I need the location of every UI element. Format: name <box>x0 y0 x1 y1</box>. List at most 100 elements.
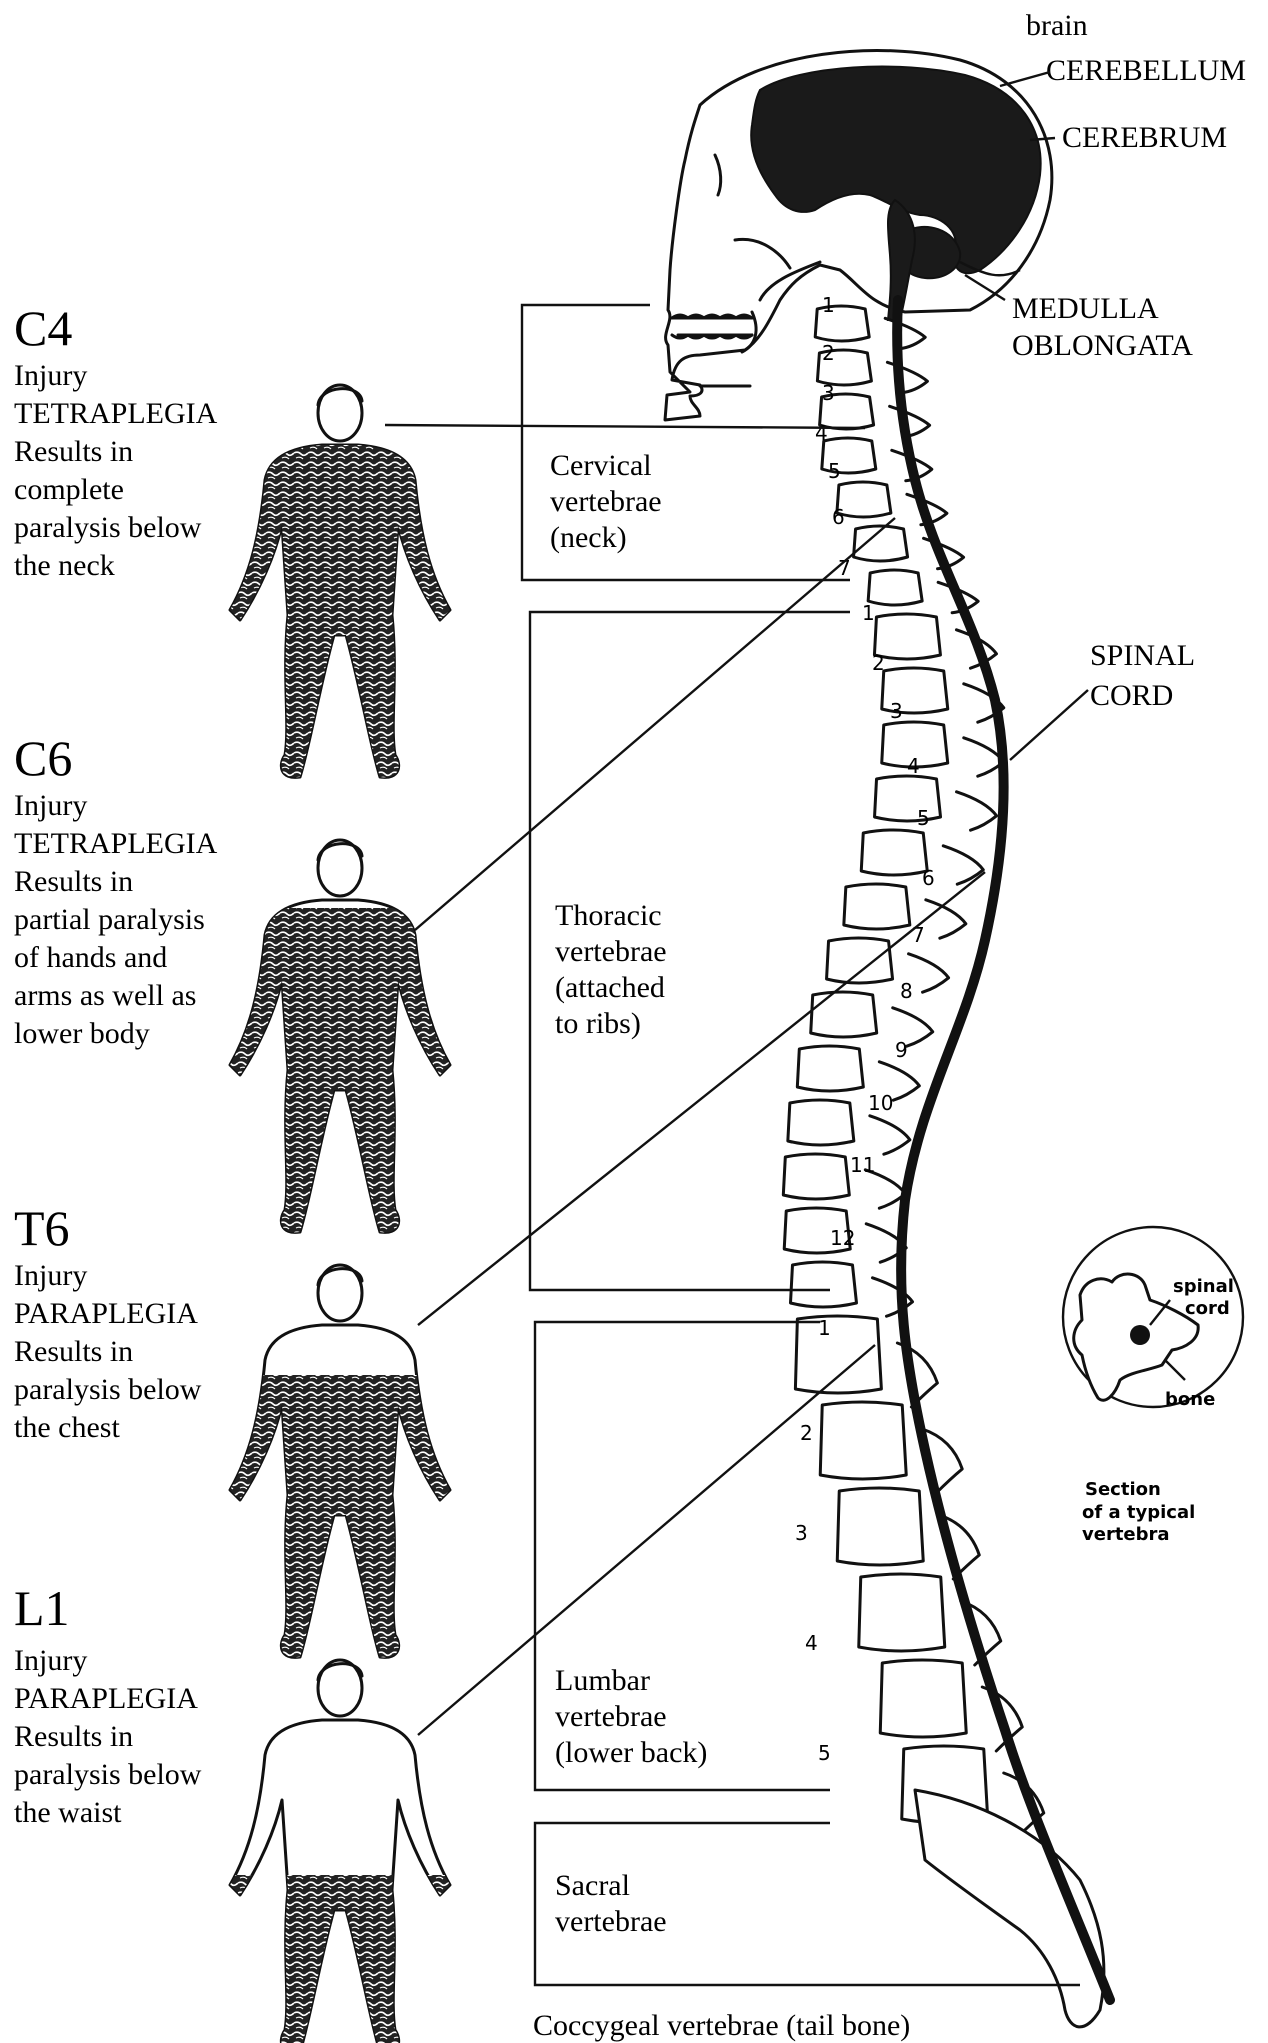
label-brain: brain <box>1026 9 1088 42</box>
vertebra-number-thoracic-11: 11 <box>850 1153 875 1177</box>
vertebra-number-thoracic-10: 10 <box>868 1091 893 1115</box>
vertebra-body <box>837 1488 923 1565</box>
injury-level-label: C4 <box>14 300 72 356</box>
region-label-lumbar: Lumbar <box>555 1664 650 1697</box>
injury-description-line: Injury <box>14 359 87 392</box>
spinal-cord-leader <box>1010 690 1088 760</box>
vertebra-body <box>844 884 910 929</box>
injury-description-line: partial paralysis <box>14 903 205 936</box>
cerebellum-leader <box>1000 72 1050 86</box>
vertebra-body <box>827 938 893 983</box>
vertebra-body <box>837 482 891 517</box>
section-cord-label: cord <box>1185 1298 1230 1319</box>
vertebra-number-cervical-7: 7 <box>838 556 851 580</box>
injury-description-line: TETRAPLEGIA <box>14 827 218 860</box>
injury-level-label: L1 <box>14 1580 70 1636</box>
vertebra-number-cervical-6: 6 <box>832 505 845 529</box>
injury-description-line: lower body <box>14 1017 150 1050</box>
vertebra-number-cervical-4: 4 <box>815 421 828 445</box>
region-label-cervical: vertebrae <box>550 485 662 518</box>
vertebra-number-thoracic-2: 2 <box>872 651 885 675</box>
vertebra-body <box>788 1100 854 1145</box>
label-medulla: MEDULLA <box>1012 292 1159 325</box>
region-label-thoracic: to ribs) <box>555 1007 641 1040</box>
vertebra-number-cervical-2: 2 <box>822 341 835 365</box>
vertebra-number-thoracic-8: 8 <box>900 979 913 1003</box>
label-cerebrum: CEREBRUM <box>1062 121 1227 154</box>
injury-level-label: T6 <box>14 1200 70 1256</box>
vertebra-body <box>880 1660 966 1737</box>
region-label-cervical: Cervical <box>550 449 652 482</box>
vertebra-number-lumbar-5: 5 <box>818 1741 831 1765</box>
vertebra-number-cervical-5: 5 <box>828 459 841 483</box>
label-cord: CORD <box>1090 679 1173 712</box>
vertebra-number-thoracic-6: 6 <box>922 866 935 890</box>
vertebra-number-cervical-3: 3 <box>822 381 835 405</box>
injury-description-line: the neck <box>14 549 115 582</box>
injury-description-line: paralysis below <box>14 1373 202 1406</box>
vertebra-body <box>790 1262 856 1307</box>
label-cerebellum: CEREBELLUM <box>1046 54 1246 87</box>
vertebra-body <box>875 776 941 821</box>
spinous-process <box>870 1116 910 1154</box>
injury-description-line: of hands and <box>14 941 167 974</box>
section-caption-2: of a typical <box>1082 1502 1195 1523</box>
injury-description-line: the chest <box>14 1411 120 1444</box>
vertebra-body <box>795 1316 881 1393</box>
injury-description-line: TETRAPLEGIA <box>14 397 218 430</box>
section-caption-1: Section <box>1085 1479 1161 1500</box>
region-label-lumbar: (lower back) <box>555 1736 707 1769</box>
vertebra-body <box>868 570 922 605</box>
label-oblongata: OBLONGATA <box>1012 329 1193 362</box>
section-bone-label: bone <box>1165 1389 1215 1410</box>
injury-description-line: Results in <box>14 865 133 898</box>
vertebra-number-thoracic-12: 12 <box>830 1226 855 1250</box>
region-label-sacral: vertebrae <box>555 1905 667 1938</box>
vertebra-body <box>820 1402 906 1479</box>
injury-description-line: PARAPLEGIA <box>14 1682 198 1715</box>
injury-description-line: Results in <box>14 1335 133 1368</box>
vertebra-body <box>861 830 927 875</box>
vertebra-number-lumbar-3: 3 <box>795 1521 808 1545</box>
vertebra-body <box>811 992 877 1037</box>
region-label-lumbar: vertebrae <box>555 1700 667 1733</box>
injury-description-line: paralysis below <box>14 1758 202 1791</box>
vertebra-number-lumbar-1: 1 <box>818 1316 831 1340</box>
vertebra-number-lumbar-2: 2 <box>800 1421 813 1445</box>
injury-description-line: Injury <box>14 1644 87 1677</box>
vertebra-body <box>859 1574 945 1651</box>
vertebra-number-thoracic-9: 9 <box>895 1038 908 1062</box>
section-cord-dot <box>1130 1325 1150 1345</box>
injury-description-line: the waist <box>14 1796 122 1829</box>
region-label-cervical: (neck) <box>550 521 627 554</box>
vertebra-body <box>783 1154 849 1199</box>
injury-description-line: PARAPLEGIA <box>14 1297 198 1330</box>
injury-level-label: C6 <box>14 730 72 786</box>
vertebra-number-thoracic-5: 5 <box>917 806 930 830</box>
region-label-thoracic: Thoracic <box>555 899 662 932</box>
region-label-sacral: Sacral <box>555 1869 630 1902</box>
medulla-leader <box>965 275 1005 300</box>
vertebra-number-thoracic-4: 4 <box>907 754 920 778</box>
injury-description-line: Results in <box>14 435 133 468</box>
section-caption-3: vertebra <box>1082 1524 1170 1545</box>
injury-description-line: arms as well as <box>14 979 196 1012</box>
region-label-coccygeal: Coccygeal vertebrae (tail bone) <box>533 2009 910 2042</box>
region-label-thoracic: (attached <box>555 971 665 1004</box>
injury-description-line: Injury <box>14 1259 87 1292</box>
label-spinal: SPINAL <box>1090 639 1195 672</box>
spinous-process <box>957 792 997 830</box>
spinous-process <box>926 900 966 938</box>
injury-description-line: complete <box>14 473 124 506</box>
spinous-process <box>885 318 925 348</box>
vertebra-number-lumbar-4: 4 <box>805 1631 818 1655</box>
injury-description-line: Injury <box>14 789 87 822</box>
region-label-thoracic: vertebrae <box>555 935 667 968</box>
vertebra-number-thoracic-1: 1 <box>862 601 875 625</box>
vertebra-section: spinal cord bone Section of a typical ve… <box>1063 1227 1243 1545</box>
vertebra-body <box>797 1046 863 1091</box>
